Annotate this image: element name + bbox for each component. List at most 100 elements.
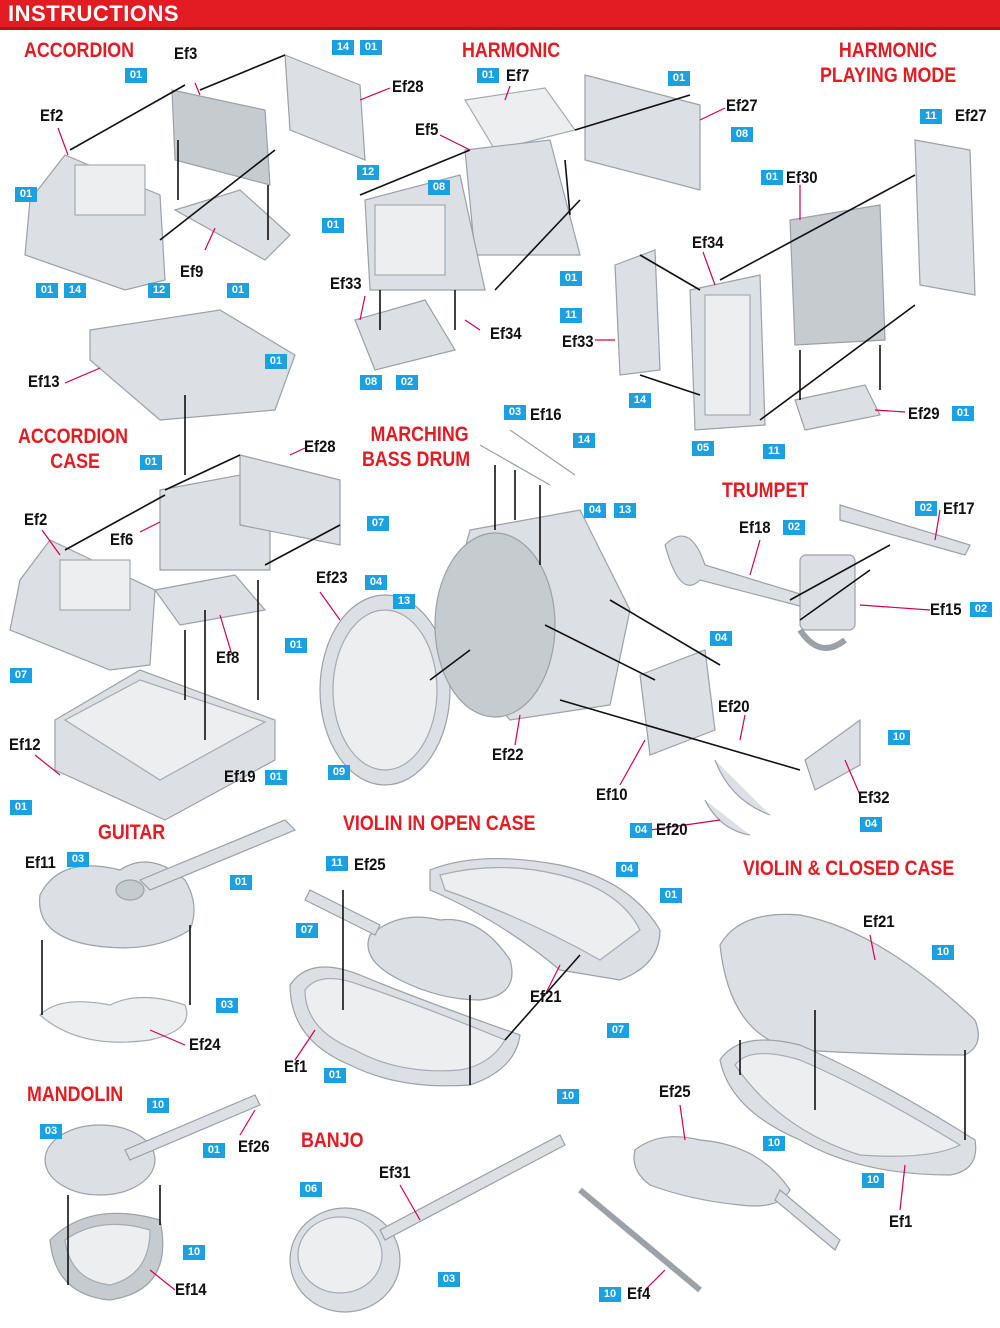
part-label: Ef11 — [25, 853, 56, 872]
harmonic-frame — [584, 74, 701, 191]
part-label: Ef30 — [786, 168, 818, 187]
arrow-line — [789, 544, 891, 601]
color-badge: 13 — [393, 594, 415, 609]
color-badge: 03 — [216, 998, 238, 1013]
color-badge: 01 — [125, 68, 147, 83]
violin-case-lid-lining — [439, 866, 641, 961]
arrow-line — [559, 699, 801, 771]
section-title-guitar: GUITAR — [98, 821, 166, 844]
color-badge: 04 — [616, 862, 638, 877]
harmonic-top-plate — [464, 87, 577, 151]
harmonic-playing-mode-illustration — [614, 139, 976, 431]
header-title: INSTRUCTIONS — [8, 1, 179, 26]
color-badge: 01 — [15, 187, 37, 202]
part-label: Ef26 — [238, 1137, 270, 1156]
case-lid — [89, 309, 296, 421]
part-label: Ef10 — [596, 785, 628, 804]
part-label: Ef15 — [930, 600, 962, 619]
accordion-case-illustration — [9, 309, 341, 821]
arrow-line — [544, 624, 656, 681]
part-label: Ef3 — [174, 44, 198, 63]
drum-skin — [332, 609, 438, 771]
color-badge: 07 — [607, 1023, 629, 1038]
color-badge: 02 — [396, 375, 418, 390]
banjo-head — [297, 1216, 383, 1294]
arrow-line — [64, 494, 166, 551]
color-badge: 01 — [265, 770, 287, 785]
color-badge: 01 — [560, 271, 582, 286]
color-badge: 08 — [428, 180, 450, 195]
header-underline — [0, 27, 1000, 30]
marching-bass-drum-illustration — [319, 429, 861, 836]
part-label: Ef2 — [40, 106, 64, 125]
trumpet-valves — [799, 554, 856, 631]
color-badge: 14 — [332, 40, 354, 55]
color-badge: 01 — [324, 1068, 346, 1083]
color-badge: 04 — [584, 503, 606, 518]
guitar-illustration — [39, 819, 297, 1043]
color-badge: 03 — [438, 1272, 460, 1287]
section-title-violin-in-open-case: VIOLIN IN OPEN CASE — [343, 812, 536, 835]
section-title-mandolin: MANDOLIN — [27, 1083, 124, 1106]
mandolin-neck — [124, 1094, 261, 1161]
color-badge: 01 — [285, 638, 307, 653]
part-label: Ef8 — [216, 648, 240, 667]
color-badge: 01 — [265, 354, 287, 369]
accordion-illustration — [24, 54, 366, 291]
playing-mode-reed-grid — [704, 294, 751, 416]
color-badge: 02 — [915, 501, 937, 516]
color-badge: 04 — [630, 823, 652, 838]
color-badge: 10 — [557, 1089, 579, 1104]
color-badge: 10 — [763, 1136, 785, 1151]
part-label: Ef4 — [627, 1284, 651, 1303]
section-title-marching-bass-drum: MARCHING BASS DRUM — [362, 423, 471, 471]
guitar-back — [39, 996, 188, 1043]
color-badge: 09 — [328, 765, 350, 780]
color-badge: 11 — [560, 308, 582, 323]
part-label: Ef29 — [908, 404, 940, 423]
color-badge: 07 — [296, 923, 318, 938]
color-badge: 01 — [36, 283, 58, 298]
part-label: Ef24 — [189, 1035, 221, 1054]
part-label: Ef23 — [316, 568, 348, 587]
case-tray-inner — [63, 679, 267, 781]
trumpet-pipe — [839, 504, 971, 556]
part-label: Ef34 — [692, 233, 724, 252]
color-badge: 08 — [731, 127, 753, 142]
part-label: Ef1 — [889, 1212, 913, 1231]
arrow-line — [264, 524, 341, 566]
part-label: Ef9 — [180, 262, 204, 281]
color-badge: 01 — [360, 40, 382, 55]
part-label: Ef14 — [175, 1280, 207, 1299]
part-label: Ef25 — [659, 1082, 691, 1101]
case-grille — [59, 559, 131, 611]
part-label: Ef13 — [28, 372, 60, 391]
arrow-line — [639, 254, 701, 291]
accordion-end-part — [284, 54, 366, 161]
part-label: Ef32 — [858, 788, 890, 807]
part-label: Ef20 — [718, 697, 750, 716]
color-badge: 07 — [10, 668, 32, 683]
arrow-line — [759, 304, 916, 421]
part-label: Ef21 — [863, 912, 895, 931]
case-end — [239, 454, 341, 546]
mandolin-illustration — [44, 1094, 261, 1301]
color-badge: 01 — [761, 170, 783, 185]
playing-mode-base — [794, 384, 881, 431]
color-badge: 14 — [64, 283, 86, 298]
section-title-accordion-case: ACCORDION CASE — [18, 425, 129, 473]
part-label: Ef28 — [304, 437, 336, 456]
drum-harness — [639, 649, 716, 756]
mandolin-body — [44, 1124, 156, 1196]
color-badge: 13 — [614, 503, 636, 518]
section-title-harmonic: HARMONIC — [462, 39, 561, 62]
color-badge: 01 — [227, 283, 249, 298]
arrow-line — [494, 199, 581, 291]
leader-lines — [34, 82, 941, 1291]
harmonic-box — [464, 139, 581, 256]
part-label: Ef33 — [330, 274, 362, 293]
color-badge: 05 — [692, 441, 714, 456]
arrow-line — [429, 649, 471, 681]
part-label: Ef22 — [492, 745, 524, 764]
